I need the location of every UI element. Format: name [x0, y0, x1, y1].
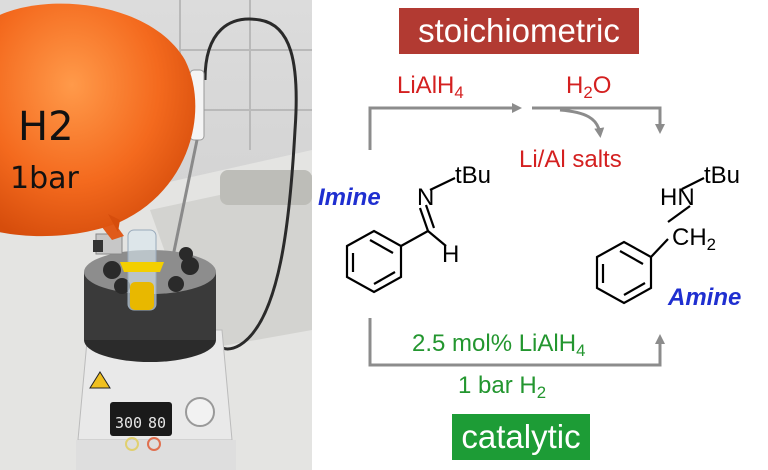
reagent-lialh4-label: LiAlH4 — [397, 72, 464, 103]
imine-tbu: tBu — [455, 162, 492, 189]
catalytic-pressure-label: 1 bar H2 — [458, 372, 547, 403]
experiment-photo: 300 80 H2 1bar — [0, 0, 312, 470]
imine-nitrogen: N — [417, 184, 435, 211]
sensor-cable — [193, 17, 298, 351]
catalytic-banner: catalytic — [452, 414, 590, 460]
amine-tbu: tBu — [704, 162, 741, 189]
imine-hydrogen: H — [442, 241, 460, 268]
balloon-handwriting-h2: H2 — [18, 104, 74, 150]
hydrolysis-arrow-path — [532, 106, 665, 134]
reaction-vial — [120, 229, 164, 311]
imine-label: Imine — [318, 184, 381, 211]
display-left-value: 300 — [115, 414, 142, 432]
reagent-water-label: H2O — [566, 72, 612, 103]
imine-structure — [345, 177, 456, 294]
salts-arrow-path — [559, 108, 605, 138]
amine-label: Amine — [668, 284, 742, 311]
amine-structure — [595, 177, 705, 305]
control-knob[interactable] — [185, 397, 215, 427]
display-right-value: 80 — [148, 414, 166, 432]
catalytic-arrow-path — [368, 318, 665, 367]
hydrogen-balloon — [0, 3, 196, 237]
stoichiometric-banner: stoichiometric — [399, 8, 639, 54]
byproduct-salts-label: Li/Al salts — [519, 146, 622, 173]
stoichiometric-arrow-path — [368, 103, 522, 150]
catalytic-reagent-label: 2.5 mol% LiAlH4 — [412, 330, 586, 361]
reaction-scheme — [345, 103, 705, 367]
amine-nh: HN — [660, 184, 695, 211]
balloon-handwriting-pressure: 1bar — [10, 161, 80, 196]
amine-ch2: CH2 — [672, 224, 717, 255]
